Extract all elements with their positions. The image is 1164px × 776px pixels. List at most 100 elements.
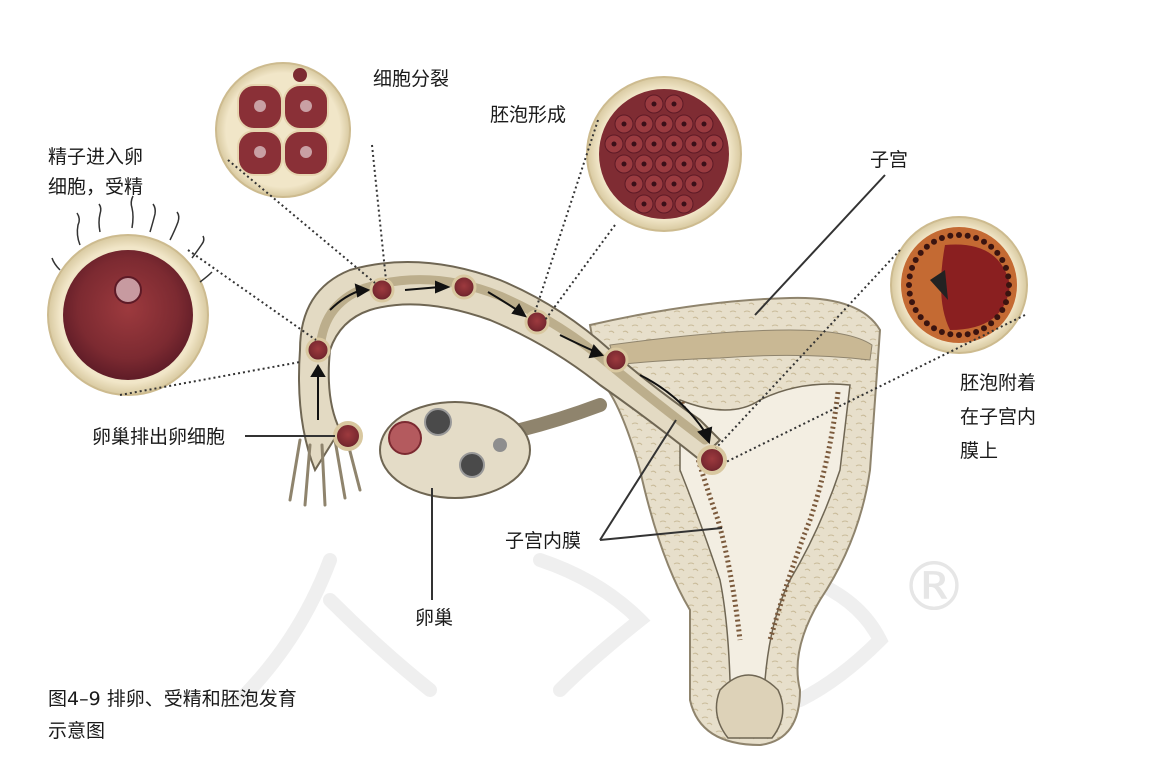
label-blastocyst-attach-line1: 胚泡附着 [960,372,1037,394]
trophoblast-cell [1005,290,1012,297]
morula-cell-nucleus [641,161,647,167]
morula-cell-nucleus [651,141,657,147]
morula-cell-nucleus [691,141,697,147]
two-cell-embryo [369,277,395,303]
arrow-1-head [354,283,371,298]
trophoblast-cell [1002,264,1009,271]
morula-cell-nucleus [621,121,627,127]
trophoblast-cell [906,282,912,288]
morula-cell-nucleus [681,121,687,127]
trophoblast-cell [917,249,924,256]
trophoblast-cell [909,299,916,306]
arrow-2-head [435,280,451,294]
label-sperm-enter-line1: 精子进入卵 [48,146,144,168]
ovary-ligament [513,398,607,437]
travel-arrows [310,280,713,445]
figure-caption-line1: 图4–9 排卵、受精和胚泡发育 [48,688,297,710]
trophoblast-cell [988,243,995,250]
trophoblast-cell [917,314,924,321]
magnified-morula [586,76,742,232]
label-cell-division: 细胞分裂 [373,68,450,90]
trophoblast-cell [988,320,995,327]
leader-blastocyst-lower [725,314,1026,463]
magnified-egg-fertilization [47,195,213,396]
trophoblast-cell [956,232,962,238]
trophoblast-cell [909,264,916,271]
morula-cell-nucleus [631,181,637,187]
morula-cell-nucleus [691,181,697,187]
trophoblast-cell [1002,299,1009,306]
trophoblast-cell [994,314,1001,321]
cervix [715,674,784,739]
label-blastocyst-attach-line3: 膜上 [960,440,999,462]
morula-cell-nucleus [611,141,617,147]
ovarian-follicle-1 [424,408,452,436]
magnified-cell-division [215,62,351,198]
uterus-fundus-band [609,329,873,366]
label-blastocyst-formation: 胚泡形成 [490,104,567,126]
morula-cell-nucleus [661,161,667,167]
leader-division-right [371,144,387,281]
arrow-4-head [588,344,604,359]
label-ovulation: 卵巢排出卵细胞 [92,426,226,448]
publisher-watermark [233,553,889,707]
leader-endometrium-1 [599,419,677,541]
ovarian-follicle-2 [459,452,485,478]
label-ovary: 卵巢 [415,607,454,629]
trophoblast-cell [964,232,971,239]
leader-morula-right [544,224,616,321]
morula-cell-nucleus [651,101,657,107]
morula-cell-nucleus [621,161,627,167]
label-uterus: 子宫 [870,149,909,171]
trophoblast-cell [1005,273,1012,280]
morula [524,309,550,335]
blastocyst-in-tube [603,347,629,373]
trophoblast-cell [938,235,945,242]
leader-lines [119,119,1026,600]
trophoblast-cell [906,290,913,297]
morula-cell-nucleus [641,201,647,207]
sperm-icons [51,195,213,283]
arrow-5 [639,374,706,433]
cells-in-tube [305,274,727,475]
figure-caption-line2: 示意图 [48,720,106,742]
morula-cell-nucleus [681,201,687,207]
morula-cell-nucleus [671,101,677,107]
ovary-body [379,401,531,499]
trophoblast-cell [999,257,1006,263]
morula-cell-nucleus [671,181,677,187]
released-egg [333,421,363,451]
ruptured-follicle [388,421,422,455]
trophoblast-cell [994,249,1001,256]
arrow-5-head [697,426,713,445]
trophoblast-cell [931,238,937,245]
trophoblast-cell [923,243,930,250]
arrow-up-head [310,364,326,377]
leader-egg-lower [119,361,301,396]
trophoblast-cell [1006,282,1012,288]
implanted-blastocyst [697,445,727,475]
leader-division-left [227,159,376,284]
uterine-cavity [679,383,851,737]
morula-cell-nucleus [681,161,687,167]
morula-cell-nucleus [701,121,707,127]
inner-cell-mass [930,270,948,300]
morula-cell-nucleus [631,141,637,147]
trophoblast-cells [906,232,1012,338]
trophoblast-cell [947,331,954,338]
leader-egg-to-tube [187,249,317,341]
morula-cell-nucleus [671,141,677,147]
morula-cell-nucleus [641,121,647,127]
leader-uterus [754,174,886,316]
ovarian-follicle-3 [493,438,507,452]
morula-cell-nucleus [661,201,667,207]
trophoblast-cell [981,238,987,245]
trophoblast-cell [999,307,1006,313]
label-blastocyst-attach-line2: 在子宫内 [960,406,1037,428]
magnified-blastocyst [890,216,1028,354]
trophoblast-cell [956,332,962,338]
trophoblast-cell [973,235,980,242]
trophoblast-cell [923,320,930,327]
morula-cell-nucleus [711,141,717,147]
polar-body [293,68,307,82]
